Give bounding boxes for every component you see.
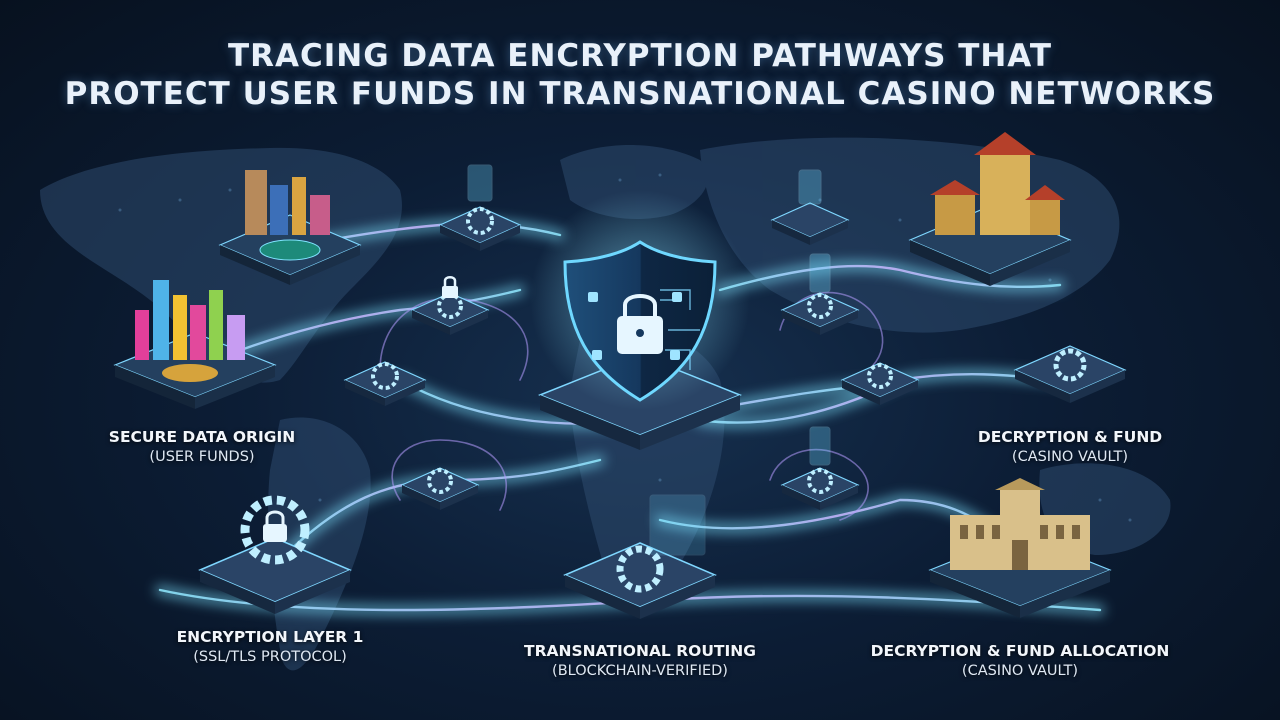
page-title-line-2: PROTECT USER FUNDS IN TRANSNATIONAL CASI… (64, 76, 1216, 112)
label-encryption-layer-1: ENCRYPTION LAYER 1 (SSL/TLS PROTOCOL) (140, 628, 400, 665)
central-shield (530, 190, 750, 450)
label-sub: (CASINO VAULT) (961, 663, 1079, 679)
gear-icon (240, 495, 310, 565)
gear-nodes (198, 164, 1127, 619)
lock-icon (623, 294, 657, 318)
gear-node (840, 362, 920, 405)
casino-origin-platform-upper (218, 170, 362, 285)
gear-node (343, 361, 427, 406)
label-sub: (SSL/TLS PROTOCOL) (193, 649, 347, 665)
gear-icon (371, 362, 399, 390)
page-title-line-1: TRACING DATA ENCRYPTION PATHWAYS THAT (227, 38, 1053, 74)
gear-icon (807, 293, 833, 319)
label-sub: (CASINO VAULT) (1011, 449, 1129, 465)
label-main: DECRYPTION & FUND (977, 428, 1163, 446)
label-sub: (BLOCKCHAIN-VERIFIED) (552, 663, 728, 679)
casino-vault-platform-upper (908, 132, 1072, 286)
encryption-lock-node (198, 495, 352, 614)
gear-icon (807, 468, 833, 494)
label-sub: (USER FUNDS) (149, 449, 255, 465)
label-main: DECRYPTION & FUND ALLOCATION (870, 642, 1170, 660)
gear-icon (466, 207, 494, 235)
gear-node (780, 253, 860, 335)
label-decryption-fund-upper: DECRYPTION & FUND (CASINO VAULT) (950, 428, 1190, 465)
gear-icon (867, 363, 893, 389)
label-secure-data-origin: SECURE DATA ORIGIN (USER FUNDS) (92, 428, 312, 465)
label-decryption-fund-allocation: DECRYPTION & FUND ALLOCATION (CASINO VAU… (860, 642, 1180, 679)
gear-node (770, 169, 850, 245)
gear-node (438, 164, 522, 251)
gear-icon (616, 545, 664, 593)
casino-vault-platform (928, 478, 1112, 618)
label-main: SECURE DATA ORIGIN (108, 428, 296, 446)
gear-node (410, 276, 490, 335)
lock-icon (263, 510, 287, 542)
label-main: TRANSNATIONAL ROUTING (524, 642, 756, 660)
gear-icon (1053, 348, 1087, 382)
gear-node (400, 467, 480, 510)
shield-small-lock-icons (588, 292, 682, 360)
casino-origin-platform (113, 280, 277, 409)
lock-icon (442, 276, 458, 298)
label-transnational-routing: TRANSNATIONAL ROUTING (BLOCKCHAIN-VERIFI… (500, 642, 780, 679)
gear-icon (427, 468, 453, 494)
gear-node (1013, 345, 1127, 403)
label-main: ENCRYPTION LAYER 1 (176, 628, 364, 646)
routing-gear-node (563, 494, 717, 619)
gear-node (780, 426, 860, 510)
